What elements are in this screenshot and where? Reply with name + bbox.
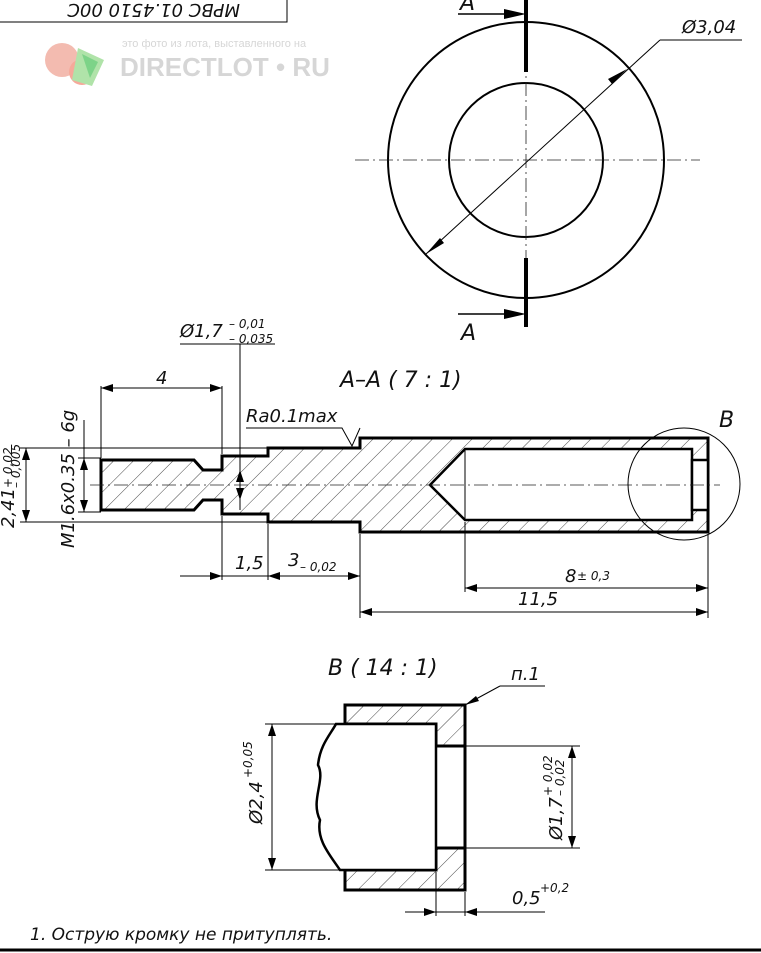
bore-dia-tol: +0,05 (241, 741, 255, 778)
neck-tol-lower: – 0,035 (229, 332, 273, 346)
wall-thickness-label: 0,5 (512, 888, 541, 909)
hole-dia-tol-lower: – 0,02 (553, 759, 567, 796)
hole-dia-label: Ø1,7 (546, 797, 567, 841)
watermark-caption: это фото из лота, выставленного на (122, 38, 307, 50)
length-8-tol: ± 0,3 (577, 569, 610, 583)
bore-dia-label: Ø2,4 (246, 781, 267, 825)
length-8-label: 8 (565, 566, 576, 587)
detail-ref-letter: B (719, 408, 734, 433)
neck-diameter-label: Ø1,7 (179, 321, 223, 342)
watermark: это фото из лота, выставленного на DIREC… (45, 38, 330, 86)
section-letter-bottom: A (459, 321, 476, 346)
watermark-brand: DIRECTLOT • RU (120, 52, 330, 82)
outer-dia-tol-upper: + 0,02 (1, 447, 15, 488)
general-note: 1. Острую кромку не притуплять. (30, 925, 332, 945)
section-arrow-top-icon (504, 9, 526, 19)
length-11-5-label: 11,5 (518, 589, 558, 610)
detail-title: B ( 14 : 1) (328, 656, 438, 681)
top-view: A A Ø3,04 (355, 0, 742, 346)
diameter-leader (425, 39, 661, 255)
thread-label: M1.6x0.35 – 6g (58, 410, 79, 548)
hole-dia-tol-upper: + 0,02 (541, 755, 555, 796)
neck-tol-upper: – 0,01 (229, 317, 266, 331)
detail-circle (627, 427, 741, 541)
length-3-label: 3 (288, 550, 299, 571)
outer-diameter-label: Ø3,04 (681, 17, 736, 38)
internal-bore (428, 447, 694, 522)
title-block-fragment: МРВС 01.4510 00С (0, 0, 288, 23)
roughness-symbol (246, 427, 361, 448)
outer-dia-label: 2,41 (0, 488, 19, 528)
roughness-label: Ra0.1max (246, 406, 338, 427)
section-arrow-bottom-icon (504, 309, 526, 319)
section-title: A–A ( 7 : 1) (338, 368, 462, 393)
length-1-5-label: 1,5 (235, 553, 264, 574)
squirrel-logo-icon (45, 43, 104, 86)
length-4-label: 4 (156, 368, 167, 389)
detail-bore (315, 722, 438, 872)
section-view: A–A ( 7 : 1) B Ra0.1max Ø1,7 – 0,01 – 0,… (0, 317, 741, 618)
detail-view: B ( 14 : 1) п.1 Ø2,4 +0,05 Ø1,7 + 0,02 –… (241, 656, 580, 916)
title-block-text: МРВС 01.4510 00С (67, 0, 240, 20)
length-3-tol: – 0,02 (300, 560, 337, 574)
section-letter-top: A (458, 0, 475, 16)
outer-dia-tol-lower: – 0,005 (9, 444, 23, 488)
wall-thickness-tol: +0,2 (540, 881, 569, 895)
note-ref-label: п.1 (511, 664, 540, 685)
